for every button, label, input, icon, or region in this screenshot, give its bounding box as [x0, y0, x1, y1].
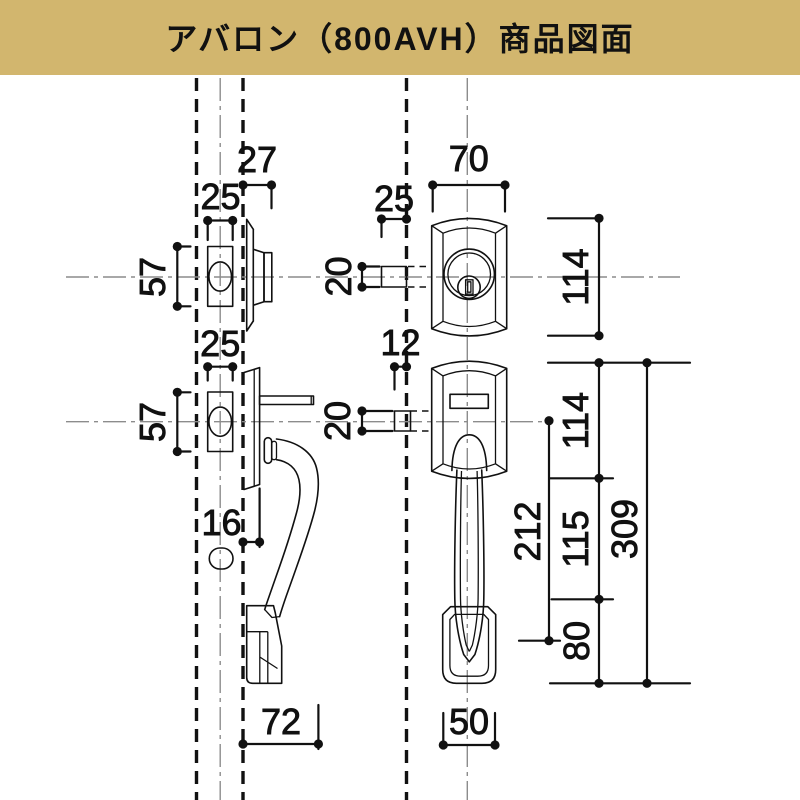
dimension-labels: 27 25 70 25 57 20 12 25 57 20 16 72 50 1…	[132, 138, 646, 743]
mortise-case-lower	[206, 391, 234, 453]
outside-plate-profile-lower	[243, 366, 261, 491]
grip-shaft-left	[453, 469, 471, 663]
dim-label-70: 70	[449, 138, 489, 179]
grip-shaft-bevel-left	[459, 470, 470, 652]
dim-label-57-upper: 57	[132, 257, 173, 297]
dimline-114-upper	[546, 217, 601, 337]
dim-label-20-upper: 20	[318, 256, 359, 296]
dim-label-50: 50	[449, 701, 489, 742]
grip-mount-flange	[263, 436, 273, 465]
bottom-cap-front	[441, 605, 497, 685]
grip-inner-curve	[263, 458, 301, 611]
dimline-27	[241, 183, 273, 210]
extension-lines-right-column	[517, 361, 692, 685]
dim-label-80: 80	[556, 621, 597, 661]
dim-label-25-upper-right: 25	[374, 178, 414, 219]
bottom-cap-front-inner	[449, 613, 490, 677]
lower-front-view	[393, 360, 508, 685]
spindle-square	[393, 410, 412, 432]
dimension-dots	[172, 180, 652, 750]
upper-side-view	[206, 218, 273, 332]
dim-label-72: 72	[261, 701, 301, 742]
dimline-70	[431, 183, 507, 213]
bottom-cap-side	[245, 604, 283, 685]
keyhole-slot-outer	[464, 279, 474, 295]
cylinder-collar-tip	[263, 251, 273, 303]
lower-fixing-post	[208, 547, 234, 570]
outside-plate-profile-upper	[245, 218, 255, 332]
cylinder-ring-inner	[447, 252, 492, 297]
dimension-lines	[176, 183, 692, 751]
spindle-hidden-lines	[410, 410, 432, 432]
thumb-latch-bar	[258, 395, 315, 406]
escutcheon-corner-bevels-upper	[431, 225, 508, 330]
mortise-case-upper	[206, 245, 234, 308]
grip-top-dome	[451, 434, 488, 472]
dim-label-25-upper-left: 25	[200, 176, 240, 217]
reference-lines	[66, 78, 680, 800]
grip-mount-flange-inner	[271, 440, 278, 461]
grip-outer-curve	[275, 438, 320, 618]
cylinder-tailpiece	[380, 265, 408, 288]
escutcheon-bevel-lower	[442, 370, 497, 470]
dim-label-57-lower: 57	[132, 402, 173, 442]
thumbpiece-slot	[449, 393, 490, 410]
dim-label-27: 27	[237, 139, 277, 180]
bolt-hub-upper	[208, 261, 233, 292]
grip-tip	[264, 609, 280, 619]
latch-hub-lower	[208, 406, 233, 438]
dim-label-16: 16	[201, 502, 241, 543]
upper-front-view	[380, 217, 508, 337]
lower-side-view	[206, 366, 320, 685]
grip-shaft-right	[468, 469, 485, 663]
cylinder-ring-outer	[443, 248, 496, 301]
dimline-25-upper-right	[380, 217, 408, 239]
dim-label-12: 12	[380, 322, 420, 363]
dim-label-115: 115	[555, 510, 596, 567]
page-title: アバロン（800AVH）商品図面	[165, 21, 634, 57]
grip-shaft-bevel-right	[468, 470, 479, 652]
dim-label-309: 309	[604, 499, 645, 559]
dimline-50	[442, 711, 497, 747]
escutcheon-corner-bevels-lower	[431, 367, 508, 472]
bottom-cap-side-detail	[246, 631, 278, 684]
dim-label-25-lower-left: 25	[200, 323, 240, 364]
header-band	[0, 0, 800, 75]
keyhole-slot-inner	[467, 281, 472, 293]
tailpiece-hidden-lines	[408, 265, 432, 288]
dim-label-114-lower: 114	[555, 392, 596, 449]
dim-label-114-upper: 114	[555, 248, 596, 305]
keyhole-face	[456, 275, 481, 300]
dim-label-212: 212	[507, 501, 548, 561]
dim-label-20-lower: 20	[317, 401, 358, 441]
